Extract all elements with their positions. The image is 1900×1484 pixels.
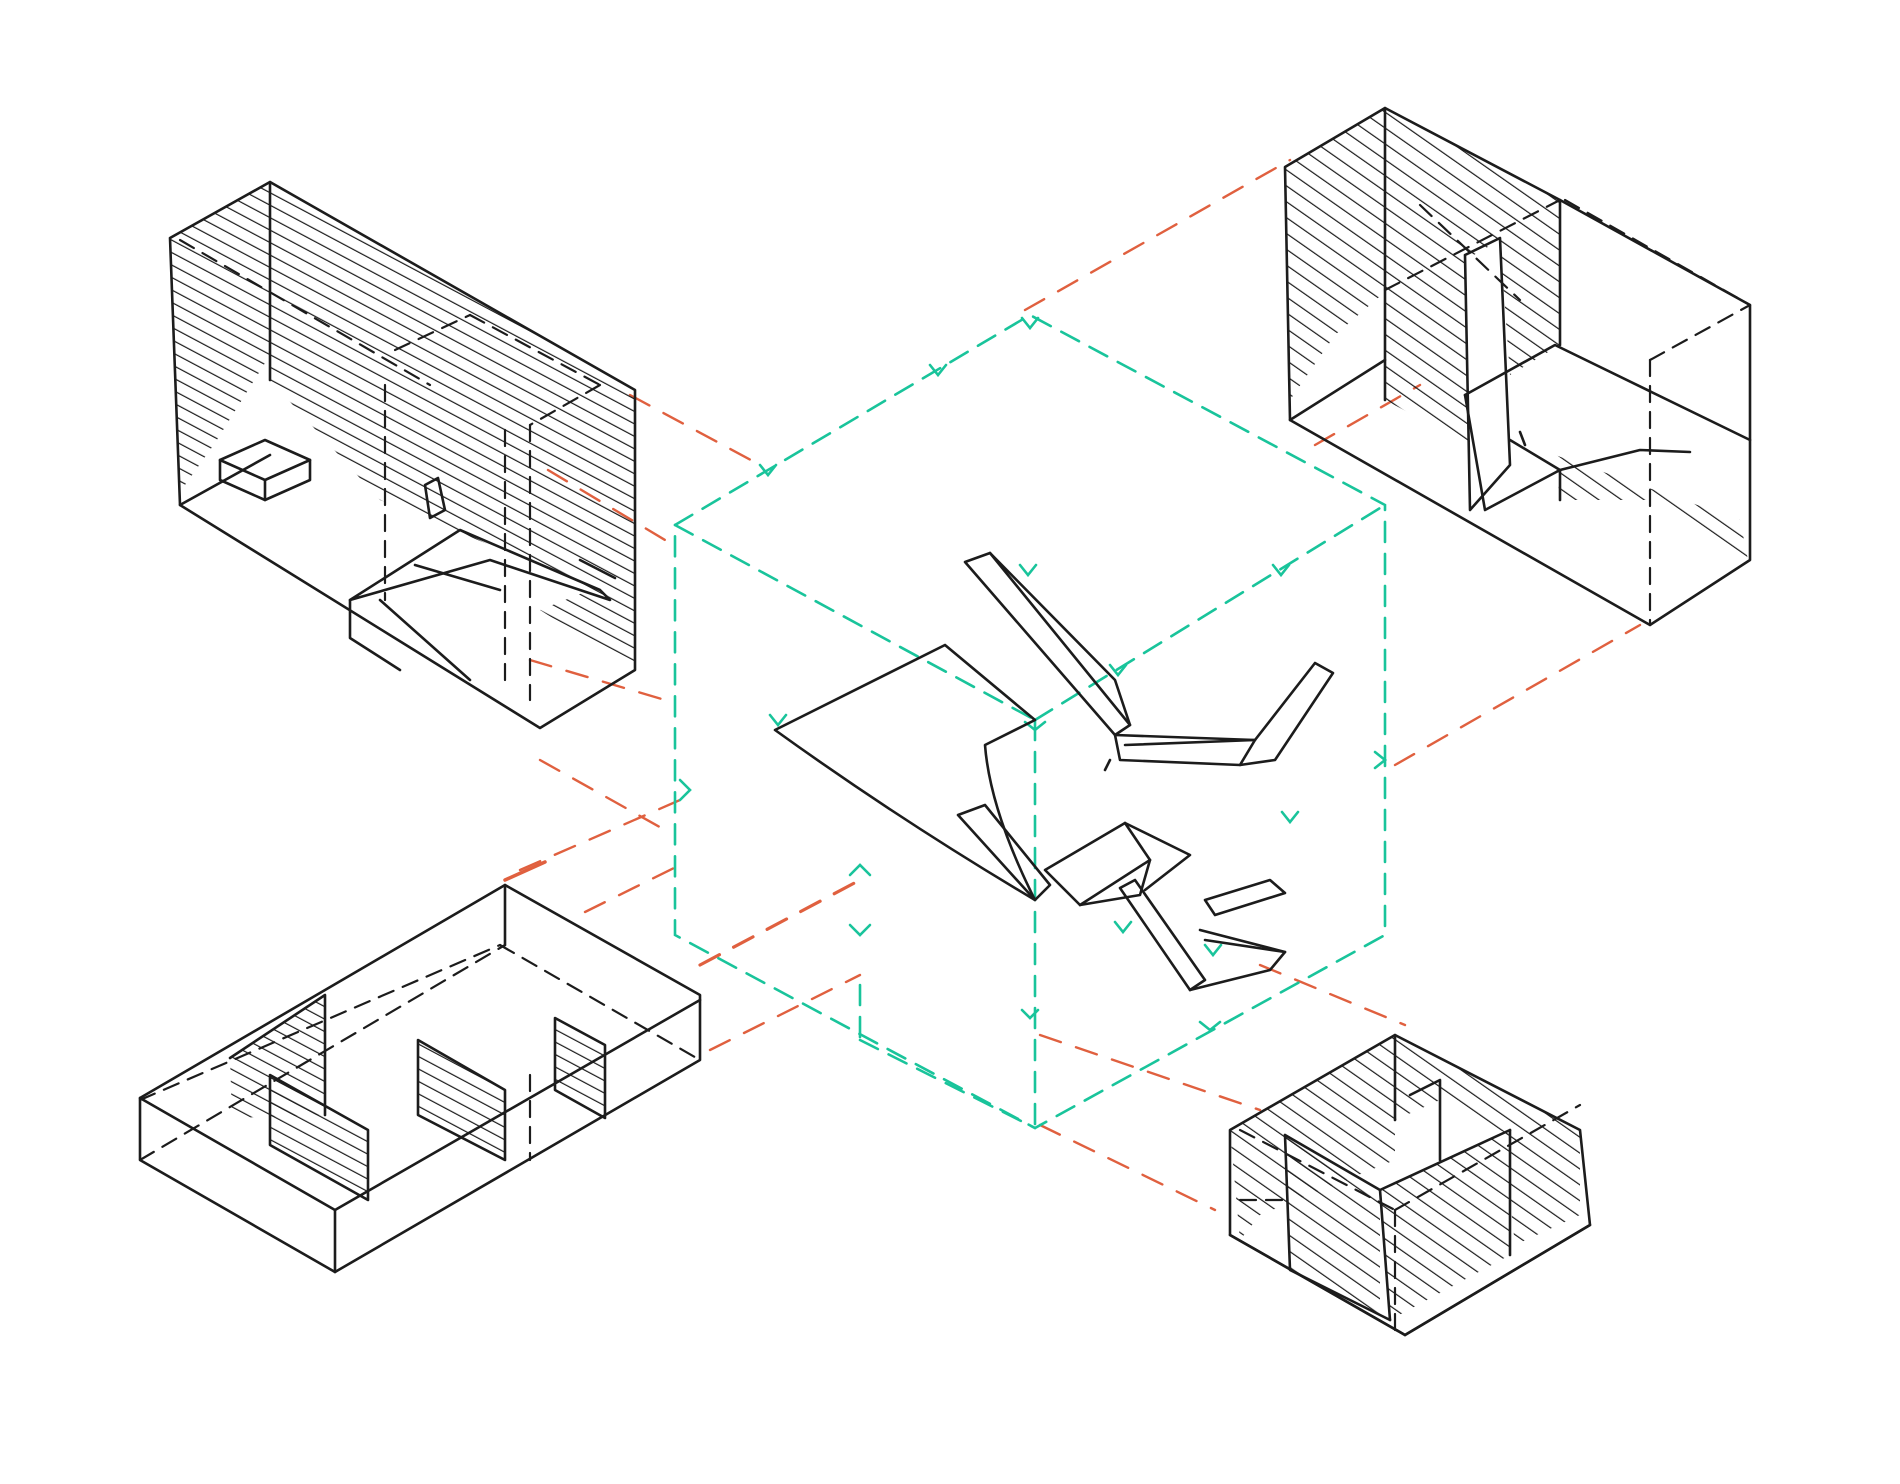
hatched-panel	[270, 1075, 368, 1200]
hatched-side-wall	[170, 182, 270, 492]
upper-left-volume	[168, 180, 637, 730]
hatched-center-block	[1285, 1135, 1380, 1320]
hatched-back-wall	[1385, 108, 1560, 445]
upper-right-volume	[1283, 106, 1752, 627]
projection-lines	[503, 158, 1642, 1212]
hatched-floor-wall	[1555, 455, 1750, 570]
dimension-ticks	[678, 316, 1388, 1032]
hatched-panel	[230, 995, 325, 1118]
hatched-side-wall	[1285, 108, 1385, 400]
central-core-cube	[673, 313, 1388, 1130]
central-stair-element	[773, 551, 1335, 992]
hatched-panel	[418, 1040, 505, 1160]
hatched-back-wall	[270, 182, 635, 670]
lower-right-volume	[1228, 1033, 1592, 1337]
hatched-side-wall	[1230, 1035, 1395, 1240]
hatched-center-block	[1380, 1130, 1510, 1320]
lower-left-volume	[138, 883, 702, 1274]
